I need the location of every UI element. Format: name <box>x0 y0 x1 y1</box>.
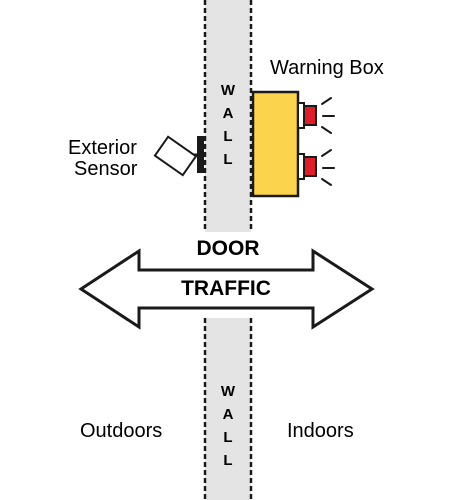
warning-light-lower <box>303 156 317 177</box>
wall-lower-letter: L <box>223 452 233 469</box>
wall-lower <box>203 318 253 500</box>
wall-lower-letter: L <box>223 429 233 446</box>
wall-upper <box>203 0 253 232</box>
warning-box-label: Warning Box <box>270 57 384 79</box>
wall-upper-letter: W <box>220 82 236 99</box>
exterior-sensor <box>153 135 204 177</box>
sensor-mount <box>197 136 204 173</box>
wall-upper-letter: L <box>223 151 233 168</box>
wall-upper-letter: L <box>223 128 233 145</box>
warning-light-upper <box>303 105 317 126</box>
door-traffic-arrow <box>78 248 375 330</box>
light-rays-upper <box>321 97 335 134</box>
traffic-label: TRAFFIC <box>181 277 271 300</box>
indoors-label: Indoors <box>287 420 354 442</box>
outdoors-label: Outdoors <box>80 420 163 442</box>
sensor-body <box>153 135 198 177</box>
warning-box <box>251 90 335 198</box>
sensor-label-line2: Sensor <box>74 158 138 180</box>
door-label: DOOR <box>196 237 260 260</box>
wall-upper-letter: A <box>222 105 234 122</box>
sensor-label-line1: Exterior <box>68 137 137 159</box>
wall-lower-letter: A <box>222 406 234 423</box>
wall-lower-letter: W <box>220 383 236 400</box>
light-rays-lower <box>321 149 335 186</box>
